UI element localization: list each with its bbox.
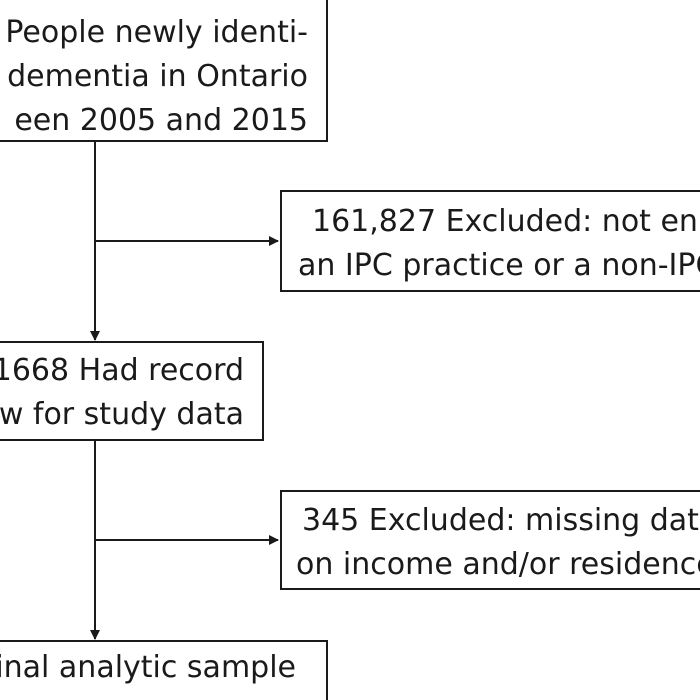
- start-population-box: People newly identi- n dementia in Ontar…: [0, 0, 328, 142]
- final-box-line-1: Final analytic sample: [0, 650, 296, 685]
- exclusion-2-line-2: on income and/or residence: [296, 547, 700, 582]
- record-box-line-2: ew for study data: [0, 397, 244, 432]
- exclusion-2-line-1: 345 Excluded: missing data: [302, 503, 700, 538]
- final-sample-box: Final analytic sample: [0, 640, 328, 700]
- start-box-line-2: n dementia in Ontario: [0, 59, 308, 94]
- record-box-line-1: 1668 Had record: [0, 353, 244, 388]
- exclusion-box-1: 161,827 Excluded: not enro an IPC practi…: [280, 190, 700, 292]
- start-box-line-3: een 2005 and 2015: [14, 103, 308, 138]
- start-box-line-1: People newly identi-: [5, 15, 308, 50]
- record-review-box: 1668 Had record ew for study data: [0, 341, 264, 441]
- exclusion-1-line-2: an IPC practice or a non-IPC: [298, 248, 700, 283]
- exclusion-1-line-1: 161,827 Excluded: not enro: [312, 204, 700, 239]
- exclusion-box-2: 345 Excluded: missing data on income and…: [280, 490, 700, 590]
